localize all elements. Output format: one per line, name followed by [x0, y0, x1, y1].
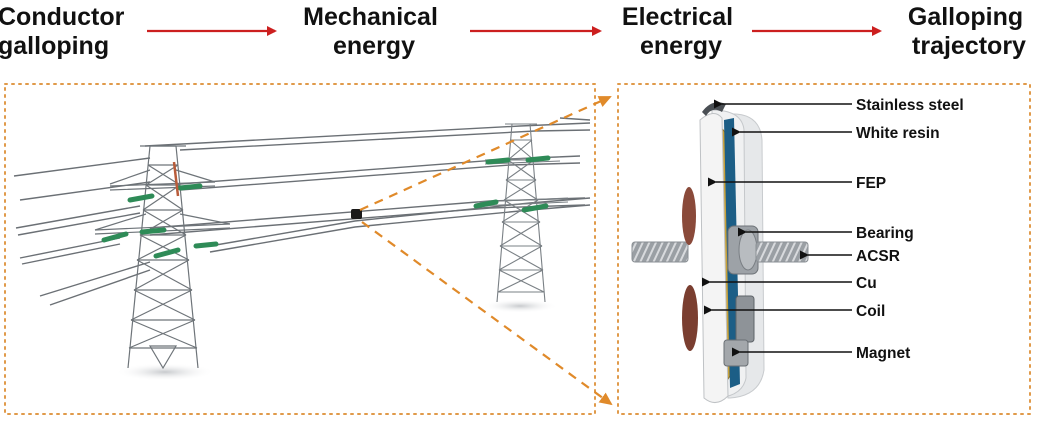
part-labels: Stainless steel White resin FEP Bearing …: [856, 97, 964, 362]
flow-row: Conductor galloping Mechanical energy El…: [0, 3, 1030, 60]
right-tower-shadow: [482, 299, 558, 313]
flow-label-electrical-energy: Electrical energy: [622, 3, 740, 60]
insulator: [485, 157, 511, 165]
bearing-ring: [738, 229, 758, 271]
label-fep: FEP: [856, 175, 886, 192]
label-coil: Coil: [856, 303, 885, 320]
flow-label-galloping-trajectory: Galloping trajectory: [908, 3, 1030, 60]
insulator: [193, 241, 219, 249]
label-acsr: ACSR: [856, 248, 900, 265]
transmission-line-illustration: [13, 95, 613, 406]
label-stainless-steel: Stainless steel: [856, 97, 964, 114]
coil-block: [735, 295, 755, 343]
insulator: [127, 193, 155, 203]
left-tower: [94, 145, 231, 370]
insulator: [177, 183, 203, 191]
left-tower-shadow: [115, 363, 215, 381]
insulator: [139, 227, 167, 235]
acsr-cable-left: [631, 241, 689, 263]
zoom-arrow-upper: [359, 95, 612, 212]
transmission-line-frame: [4, 83, 596, 415]
copper-electrode-upper: [682, 187, 696, 245]
part-leaders: [702, 99, 852, 357]
insulator: [101, 231, 129, 243]
insulator: [525, 155, 551, 163]
magnet-block: [723, 339, 749, 367]
insulator: [521, 203, 549, 213]
flow-label-conductor-galloping: Conductor galloping: [0, 3, 131, 60]
label-bearing: Bearing: [856, 225, 914, 242]
acsr-cable-right: [755, 241, 809, 263]
flow-label-mechanical-energy: Mechanical energy: [303, 3, 445, 60]
conductor-wires: [13, 117, 591, 306]
zoom-arrow-lower: [361, 221, 613, 406]
device-detail-frame: [617, 83, 1031, 415]
label-white-resin: White resin: [856, 125, 940, 142]
front-rim: [699, 113, 729, 403]
label-cu: Cu: [856, 275, 877, 292]
device-exploded-view: [631, 102, 809, 403]
energy-harvester-device: [351, 209, 362, 219]
insulator: [473, 199, 499, 209]
insulators: [101, 155, 551, 259]
copper-electrode-lower: [682, 285, 698, 351]
insulator: [153, 247, 181, 259]
label-magnet: Magnet: [856, 345, 910, 362]
tower-lead: [172, 161, 180, 197]
